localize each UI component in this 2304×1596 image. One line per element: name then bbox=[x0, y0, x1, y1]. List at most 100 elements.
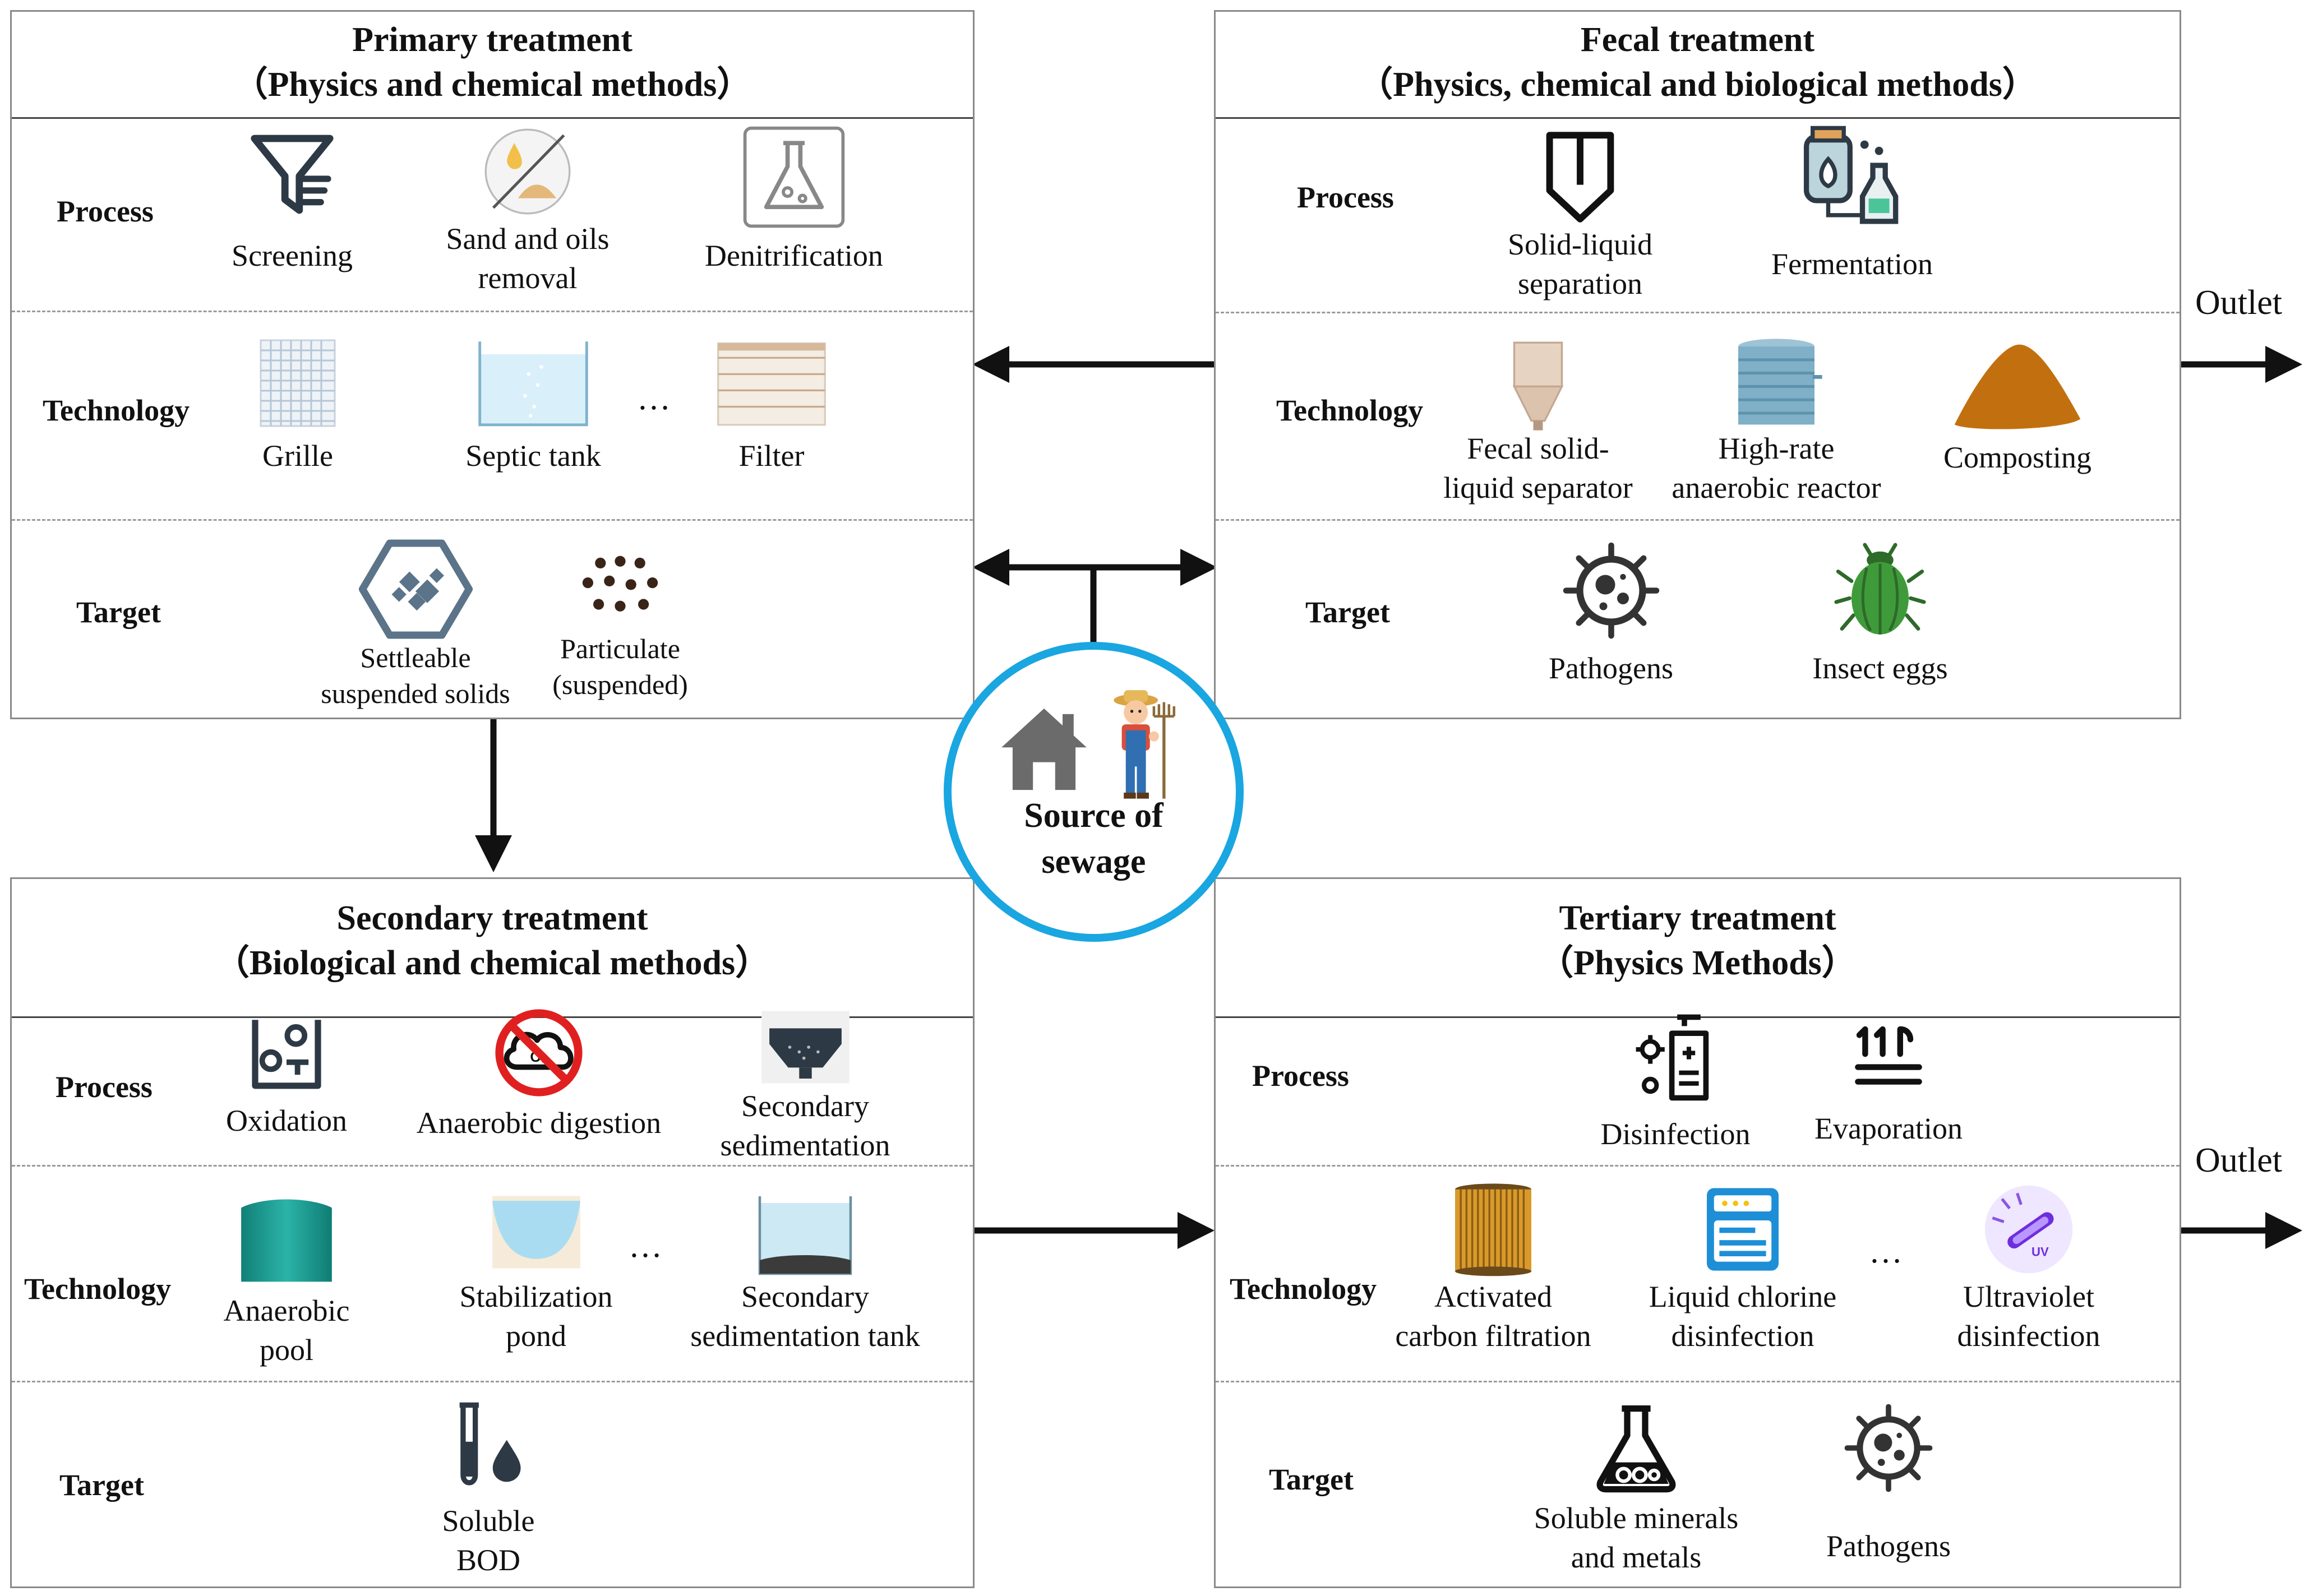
row-divider bbox=[12, 1381, 973, 1382]
technology-item-grille: Grille bbox=[230, 337, 365, 475]
item-label: Pathogens bbox=[1826, 1529, 1951, 1563]
target-item-insect-eggs: Insect eggs bbox=[1790, 542, 1970, 688]
item-label: Composting bbox=[1943, 441, 2092, 474]
row-label-process: Process bbox=[1297, 181, 1394, 214]
shield-separator-icon bbox=[1546, 132, 1614, 223]
item-label: Sand and oils bbox=[446, 222, 610, 256]
item-label: Particulate bbox=[560, 633, 680, 664]
process-item-sand-oils: Sand and oils removal bbox=[415, 124, 640, 298]
source-label-line1: Source of bbox=[1024, 797, 1163, 835]
row-divider bbox=[12, 1165, 973, 1167]
panel-title: Primary treatment bbox=[352, 21, 632, 59]
sedimentation-tank-icon bbox=[758, 1196, 852, 1275]
process-item-screening: Screening bbox=[197, 129, 387, 275]
row-label-process: Process bbox=[1252, 1059, 1349, 1093]
technology-item-sedimentation-tank: Secondary sedimentation tank bbox=[671, 1193, 940, 1356]
sand-oil-drops-icon bbox=[484, 128, 571, 215]
item-label: Solid-liquid bbox=[1507, 228, 1653, 261]
source-label-line2: sewage bbox=[1041, 843, 1146, 881]
item-label: Ultraviolet bbox=[1963, 1280, 2094, 1313]
item-label: Secondary bbox=[741, 1280, 869, 1313]
item-label: Settleable bbox=[360, 642, 471, 673]
item-label: Pathogens bbox=[1549, 651, 1673, 685]
process-item-oxidation: Oxidation bbox=[191, 1014, 382, 1140]
row-label-target: Target bbox=[1305, 595, 1390, 629]
fermentation-icon bbox=[1803, 126, 1899, 224]
virus-icon bbox=[1563, 542, 1659, 639]
row-divider bbox=[1216, 1381, 2180, 1382]
secondary-treatment-panel: Secondary treatment （Biological and chem… bbox=[10, 877, 975, 1588]
farmer-icon bbox=[1114, 690, 1175, 799]
chlorine-machine-icon bbox=[1707, 1188, 1779, 1271]
item-label: disinfection bbox=[1671, 1319, 1814, 1353]
panel-subtitle: （Physics Methods） bbox=[1539, 944, 1857, 982]
item-label: Anaerobic digestion bbox=[416, 1106, 662, 1140]
filter-cylinder-icon bbox=[717, 342, 826, 426]
item-label: carbon filtration bbox=[1395, 1319, 1591, 1353]
item-label: Evaporation bbox=[1814, 1112, 1963, 1145]
row-divider bbox=[1216, 1165, 2180, 1167]
septic-tank-icon bbox=[478, 341, 588, 427]
row-divider bbox=[1216, 519, 2180, 521]
ellipsis: … bbox=[1869, 1233, 1906, 1270]
item-label: Septic tank bbox=[465, 439, 601, 473]
row-divider bbox=[1216, 312, 2180, 313]
stabilization-pond-icon bbox=[492, 1196, 580, 1269]
particles-icon bbox=[582, 556, 658, 612]
reactor-tank-icon bbox=[1738, 339, 1822, 425]
technology-item-septic-tank: Septic tank bbox=[438, 337, 629, 475]
process-item-secondary-sedimentation: Secondary sedimentation bbox=[687, 1008, 923, 1165]
panel-subtitle: （Physics and chemical methods） bbox=[233, 66, 752, 104]
primary-treatment-panel: Primary treatment （Physics and chemical … bbox=[10, 10, 975, 719]
item-label: Liquid chlorine bbox=[1649, 1280, 1837, 1313]
row-label-technology: Technology bbox=[1230, 1272, 1377, 1306]
target-item-soluble-bod: Soluble BOD bbox=[410, 1400, 567, 1580]
beetle-icon bbox=[1834, 543, 1926, 635]
row-label-technology: Technology bbox=[43, 394, 190, 427]
technology-item-stabilization-pond: Stabilization pond bbox=[427, 1193, 645, 1356]
hexagon-solids-icon bbox=[358, 539, 473, 639]
item-label: removal bbox=[478, 261, 578, 295]
cone-separator-icon bbox=[1512, 341, 1564, 431]
carbon-filter-icon bbox=[1455, 1183, 1531, 1276]
item-label: Soluble minerals bbox=[1534, 1501, 1739, 1535]
item-label: BOD bbox=[456, 1543, 520, 1577]
item-label: Filter bbox=[738, 439, 805, 473]
technology-item-filter: Filter bbox=[701, 337, 842, 475]
panel-title: Fecal treatment bbox=[1580, 21, 1815, 59]
uv-lamp-icon: UV bbox=[1984, 1185, 2073, 1274]
virus-icon bbox=[1844, 1404, 1933, 1492]
technology-item-anaerobic-reactor: High-rate anaerobic reactor bbox=[1659, 337, 1894, 507]
item-label: Grille bbox=[262, 439, 333, 473]
item-label: pool bbox=[259, 1333, 313, 1367]
panel-title: Secondary treatment bbox=[336, 899, 648, 937]
technology-item-anaerobic-pool: Anaerobic pool bbox=[191, 1193, 382, 1370]
row-divider bbox=[12, 311, 973, 312]
tertiary-treatment-panel: Tertiary treatment （Physics Methods） Pro… bbox=[1214, 877, 2181, 1588]
panel-title: Tertiary treatment bbox=[1559, 899, 1836, 937]
process-item-anaerobic-digestion: O₂ Anaerobic digestion bbox=[393, 1008, 685, 1142]
panel-subtitle: （Physics, chemical and biological method… bbox=[1358, 66, 2037, 104]
target-item-settleable: Settleable suspended solids bbox=[298, 539, 533, 711]
outlet-label-bottom: Outlet bbox=[2195, 1141, 2282, 1179]
outlet-label-top: Outlet bbox=[2195, 284, 2282, 322]
item-label: disinfection bbox=[1957, 1319, 2100, 1353]
technology-item-composting: Composting bbox=[1925, 337, 2110, 477]
row-label-target: Target bbox=[59, 1468, 144, 1502]
item-label: Activated bbox=[1434, 1280, 1552, 1313]
ellipsis: … bbox=[637, 380, 674, 417]
technology-item-liquid-chlorine: Liquid chlorine disinfection bbox=[1625, 1182, 1860, 1356]
item-label: sedimentation tank bbox=[690, 1319, 920, 1353]
row-label-process: Process bbox=[57, 195, 154, 228]
process-item-solid-liquid: Solid-liquid separation bbox=[1485, 129, 1675, 303]
house-icon bbox=[1001, 708, 1087, 790]
item-label: Denitrification bbox=[705, 239, 883, 272]
process-item-fermentation: Fermentation bbox=[1746, 124, 1959, 284]
source-of-sewage-circle: Source of sewage bbox=[944, 642, 1244, 942]
disinfection-bottle-icon bbox=[1636, 1014, 1709, 1101]
item-label: pond bbox=[506, 1319, 566, 1353]
beaker-minerals-icon bbox=[1596, 1405, 1676, 1493]
item-label: Oxidation bbox=[226, 1104, 347, 1137]
target-item-pathogens: Pathogens bbox=[1793, 1403, 1984, 1566]
item-label: Fecal solid- bbox=[1467, 432, 1609, 465]
